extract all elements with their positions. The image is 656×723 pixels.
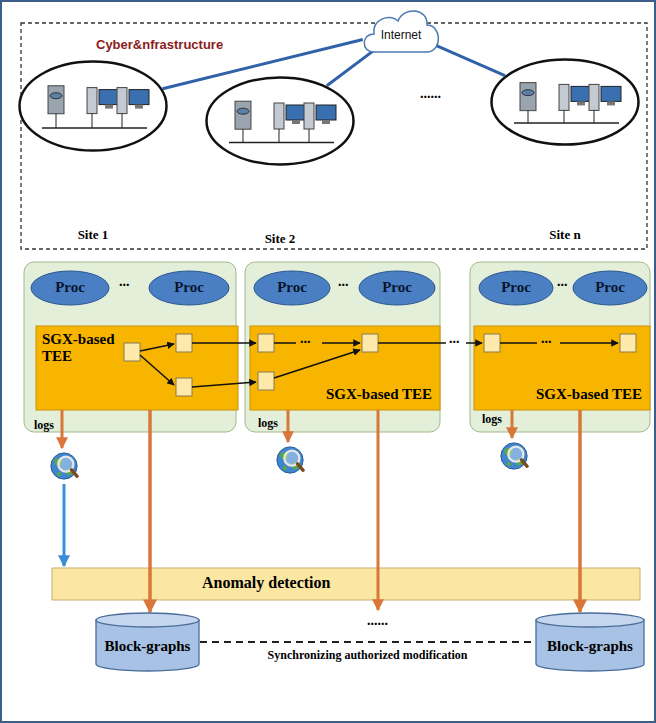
- ellipsis: ...: [541, 331, 552, 347]
- process-ellipse: Proc: [572, 270, 648, 306]
- node-text: Proc: [55, 279, 85, 296]
- ellipsis: ......: [420, 86, 441, 102]
- internet-cloud: Internet: [360, 4, 442, 56]
- site-panels: [24, 262, 650, 432]
- block-graph-store: Block-graphs: [535, 612, 645, 672]
- node-text: Site n: [490, 228, 640, 243]
- infrastructure-region: Cyber&nfrastructure InternetSite 1 Site 2 S…: [20, 22, 648, 250]
- node-text: Proc: [501, 279, 531, 296]
- node-text: SGX-based TEE: [42, 331, 124, 366]
- anomaly-bar-fill: [52, 568, 640, 600]
- process-ellipse: Proc: [30, 270, 110, 306]
- node-text: Block-graphs: [105, 638, 191, 655]
- log-analyzer-icon: [51, 443, 527, 479]
- connector: [578, 410, 582, 612]
- node-text: Anomaly detection: [202, 574, 330, 592]
- node-text: SGX-based TEE: [326, 386, 432, 403]
- anomaly-detection-bar: Anomaly detection: [52, 568, 640, 600]
- process-ellipse: Proc: [148, 270, 230, 306]
- ellipsis: ......: [367, 613, 388, 629]
- node-text: Proc: [595, 279, 625, 296]
- tee-enclave: SGX-based TEE: [250, 326, 440, 410]
- site-cluster-outline: [18, 60, 168, 152]
- ellipsis: ...: [300, 331, 311, 347]
- node-text: Site 1: [18, 228, 168, 243]
- log-arrows: [62, 410, 512, 610]
- site-cluster: Site n: [490, 58, 640, 146]
- ellipsis: ...: [449, 331, 460, 347]
- site-cluster-outline: [205, 76, 355, 166]
- tee-enclave: SGX-based TEE: [36, 326, 238, 410]
- site-cluster: Site 1: [18, 60, 168, 152]
- flow-label: logs: [482, 412, 502, 427]
- anomaly-detection-bar-outline: [52, 568, 640, 600]
- connector: [148, 410, 152, 612]
- block-chain-arrows: [140, 343, 618, 387]
- ellipsis: ...: [119, 274, 130, 290]
- site-cluster-outline: [490, 58, 640, 146]
- connector: [200, 641, 535, 643]
- node-text: Proc: [277, 279, 307, 296]
- process-ellipse: Proc: [478, 270, 554, 306]
- node-text: SGX-based TEE: [536, 386, 642, 403]
- flow-label: logs: [34, 418, 54, 433]
- flow-label: logs: [258, 416, 278, 431]
- ellipsis: ...: [338, 274, 349, 290]
- connector: [327, 50, 375, 86]
- node-text: Internet: [381, 29, 422, 43]
- node-text: Block-graphs: [547, 638, 633, 655]
- block-graph-store: Block-graphs: [95, 612, 200, 672]
- ellipsis: ...: [557, 274, 568, 290]
- process-ellipse: Proc: [358, 270, 436, 306]
- node-text: Proc: [382, 279, 412, 296]
- tee-fills: [36, 326, 650, 410]
- connector: [435, 45, 505, 76]
- tee-enclave: SGX-based TEE: [474, 326, 650, 410]
- connector-label: Synchronizing authorized modification: [266, 648, 470, 663]
- process-ellipse: Proc: [253, 270, 331, 306]
- node-text: Site 2: [205, 232, 355, 247]
- site-cluster: Site 2: [205, 76, 355, 166]
- node-text: Proc: [174, 279, 204, 296]
- node-text: Cyber&nfrastructure: [96, 38, 223, 53]
